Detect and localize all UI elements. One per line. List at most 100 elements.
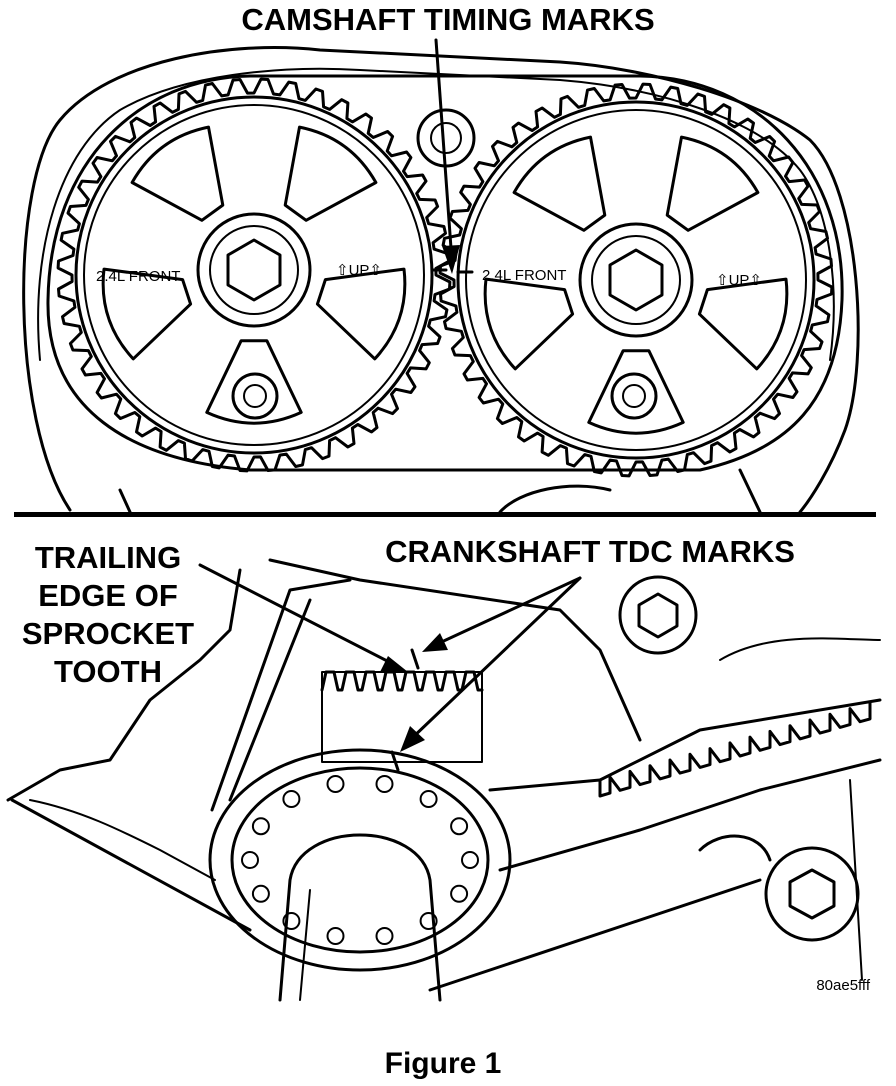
- left-sprocket-window-3: [205, 339, 303, 425]
- trailing-edge-line-1: TRAILING: [35, 540, 181, 575]
- tdc-leader-lower: [408, 576, 582, 742]
- right-dowel-bolt-icon: [610, 372, 658, 420]
- left-sprocket-teeth: [56, 77, 452, 473]
- damper-hole: [326, 927, 345, 945]
- left-sprocket-window-4: [101, 267, 193, 361]
- right-sprocket-window-4: [483, 277, 575, 371]
- left-sprocket-windows: [101, 125, 407, 425]
- right-hub-washer: [591, 235, 681, 325]
- right-camshaft-sprocket: 2.4L FRONT ⇧UP⇧: [438, 82, 834, 478]
- right-up-label: ⇧UP⇧: [716, 272, 762, 289]
- damper-hole: [461, 851, 479, 869]
- right-hub-bolt-icon: [608, 248, 664, 312]
- upper-tdc-mark: [410, 648, 420, 670]
- oil-pump-outline: [268, 558, 642, 742]
- trailing-edge-line-4: TOOTH: [54, 654, 162, 689]
- damper-hole: [375, 927, 394, 945]
- left-sprocket-rim: [74, 95, 434, 455]
- upper-bolt-washer: [618, 575, 698, 655]
- crankshaft-nose-shade: [299, 889, 311, 1001]
- crank-damper-holes: [241, 775, 479, 945]
- tdc-arrowhead-lower: [400, 726, 425, 752]
- figure-caption: Figure 1: [385, 1047, 502, 1080]
- damper-hole: [282, 912, 301, 930]
- right-sprocket-window-1: [665, 135, 760, 232]
- right-sprocket-window-5: [512, 135, 607, 232]
- damper-hole: [241, 851, 259, 869]
- damper-hole: [326, 775, 345, 793]
- crank-belt-teeth: [598, 701, 872, 798]
- left-dowel-bolt-icon: [231, 372, 279, 420]
- trailing-edge-leader: [198, 563, 397, 667]
- left-dowel-bolt-head: [243, 384, 267, 408]
- camshaft-callout-arrowhead: [442, 245, 460, 274]
- crank-belt-back: [498, 758, 882, 872]
- tensioner-pivot: [698, 834, 772, 862]
- crankshaft-panel: TRAILING EDGE OF SPROCKET TOOTH CRANKSHA…: [6, 534, 882, 1002]
- trailing-edge-line-2: EDGE OF: [38, 578, 178, 613]
- damper-hole: [419, 790, 438, 808]
- damper-hole: [375, 775, 394, 793]
- panel-divider: [14, 512, 876, 517]
- damper-hole: [251, 817, 270, 836]
- crank-damper-inner: [230, 766, 490, 954]
- block-outline-left: [6, 568, 242, 802]
- right-sprocket-teeth: [438, 82, 834, 478]
- idler-hub: [430, 122, 462, 154]
- block-edge-right: [849, 779, 863, 981]
- belt-guide-inner: [228, 598, 312, 802]
- block-contour-right: [719, 637, 881, 661]
- left-camshaft-sprocket: 2.4L FRONT ⇧UP⇧: [56, 77, 452, 473]
- left-up-label: ⇧UP⇧: [336, 262, 382, 279]
- camshaft-callout-leader: [434, 38, 454, 264]
- belt-guide-left: [210, 578, 352, 812]
- tdc-arrowhead-upper: [422, 633, 448, 652]
- left-sprocket-hub: [196, 212, 312, 328]
- lower-bolt-washer: [764, 846, 860, 942]
- lower-belt-left: [10, 798, 252, 932]
- left-sprocket-window-2: [315, 267, 407, 361]
- right-sprocket-window-3: [587, 349, 685, 435]
- lower-tdc-mark: [390, 750, 400, 772]
- right-sprocket-rim: [456, 100, 816, 460]
- camshaft-timing-marks-label: CAMSHAFT TIMING MARKS: [241, 2, 654, 37]
- trailing-edge-arrowhead: [380, 656, 408, 672]
- left-front-label: 2.4L FRONT: [96, 268, 180, 285]
- lower-bolt-icon: [788, 868, 836, 920]
- left-hub-bolt-icon: [226, 238, 282, 302]
- right-dowel-bolt-head: [622, 384, 646, 408]
- crank-damper-outer: [208, 748, 512, 972]
- tdc-leader-upper: [433, 576, 582, 647]
- damper-hole: [450, 884, 469, 903]
- damper-hole: [251, 884, 270, 903]
- block-contour-left: [29, 799, 216, 881]
- right-front-label: 2.4L FRONT: [482, 267, 566, 284]
- right-sprocket-windows: [483, 135, 789, 435]
- left-hub-washer: [209, 225, 299, 315]
- reference-code: 80ae5fff: [816, 977, 871, 994]
- upper-bolt-icon: [637, 592, 679, 639]
- camshaft-panel: 2.4L FRONT ⇧UP⇧ 2.4L FRONT ⇧UP⇧ CAMSHAFT…: [22, 2, 860, 514]
- cover-outline: [22, 46, 860, 514]
- left-sprocket-window-5: [130, 125, 225, 222]
- damper-hole: [419, 912, 438, 930]
- crankshaft-nose: [278, 833, 442, 1002]
- lower-belt-right: [428, 878, 762, 992]
- crank-timing-belt: [488, 698, 882, 792]
- left-sprocket-window-1: [283, 125, 378, 222]
- housing-edge-left: [118, 488, 132, 514]
- left-sprocket-inner-rim: [83, 104, 425, 446]
- tensioner-edge: [498, 484, 612, 514]
- housing-edge-right: [738, 468, 762, 514]
- timing-belt: [46, 74, 844, 472]
- right-sprocket-window-2: [697, 277, 789, 371]
- right-sprocket-hub: [578, 222, 694, 338]
- damper-hole: [450, 817, 469, 836]
- right-sprocket-inner-rim: [465, 109, 807, 451]
- damper-hole: [282, 790, 301, 808]
- crankshaft-tdc-marks-label: CRANKSHAFT TDC MARKS: [385, 534, 795, 569]
- trailing-edge-line-3: SPROCKET: [22, 616, 194, 651]
